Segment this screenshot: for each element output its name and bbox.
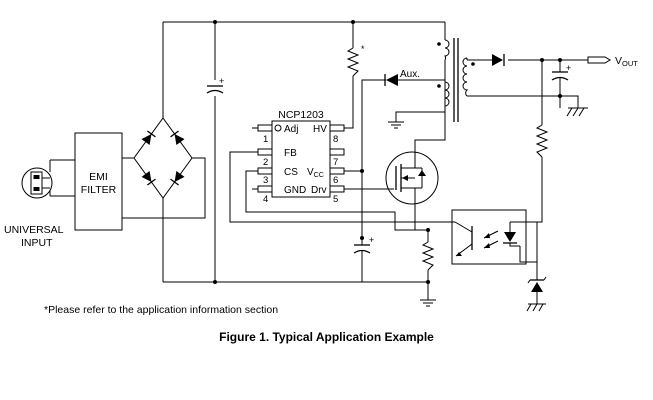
bulk-capacitor <box>206 85 224 94</box>
ic-name: NCP1203 <box>278 109 324 121</box>
ic-body <box>271 120 331 198</box>
pin-4-num: 4 <box>263 194 268 205</box>
ground-symbol-aux <box>388 121 404 129</box>
aux-diode <box>370 74 398 86</box>
pin-2-num: 2 <box>263 157 268 168</box>
pin-6-name: VCC <box>307 167 324 179</box>
wires <box>49 21 588 304</box>
input-label-line2: INPUT <box>21 237 53 249</box>
emi-filter-box <box>74 132 123 231</box>
pin-5-name: Drv <box>311 185 327 196</box>
ic-pin-stubs <box>257 124 345 193</box>
shunt-regulator <box>527 276 547 292</box>
pin-2-name: FB <box>284 148 297 159</box>
mosfet <box>385 150 439 205</box>
pin-4-name: GND <box>284 185 306 196</box>
pin-6-num: 6 <box>333 175 338 186</box>
footnote: *Please refer to the application informa… <box>44 304 279 316</box>
vout-label-main: V <box>615 55 622 67</box>
pin-8-num: 8 <box>333 134 338 145</box>
output-capacitor <box>551 66 569 84</box>
transformer <box>437 38 475 122</box>
ground-symbol-shunt <box>526 303 546 312</box>
ground-symbol-output <box>566 107 588 117</box>
input-label-line1: UNIVERSAL <box>4 224 64 236</box>
pin-8-name: HV <box>313 124 327 135</box>
vout-label-sub: OUT <box>622 59 638 68</box>
ic-pin1-dot <box>274 124 282 132</box>
pin-1-num: 1 <box>263 134 268 145</box>
figure-caption: Figure 1. Typical Application Example <box>219 330 434 344</box>
vcc-cap-plus: + <box>369 235 374 245</box>
emi-filter-label-line1: EMI <box>89 171 108 183</box>
output-cap-plus: + <box>566 63 571 73</box>
pin-6-name-sub: CC <box>314 172 324 179</box>
ac-input-plug <box>21 167 53 199</box>
ground-symbol-primary <box>420 299 436 307</box>
pin-3-num: 3 <box>263 175 268 186</box>
pin-1-name: Adj <box>284 124 298 135</box>
feedback-resistor <box>535 124 549 158</box>
bridge-rectifier <box>133 117 193 199</box>
aux-winding-label: Aux. <box>400 69 420 80</box>
optocoupler <box>451 209 527 265</box>
pin-5-num: 5 <box>333 194 338 205</box>
pin-6-name-main: V <box>307 167 314 178</box>
pin-7-num: 7 <box>333 157 338 168</box>
output-diode <box>492 54 505 66</box>
emi-filter-label-line2: FILTER <box>81 184 117 196</box>
hv-resistor-asterisk: * <box>361 44 365 54</box>
pin-3-name: CS <box>284 167 298 178</box>
sense-resistor <box>421 241 435 271</box>
vout-terminal[interactable] <box>587 56 611 64</box>
vout-label: VOUT <box>615 55 638 68</box>
vcc-capacitor <box>353 238 371 264</box>
bulk-cap-plus: + <box>219 76 224 86</box>
hv-resistor <box>346 47 360 77</box>
